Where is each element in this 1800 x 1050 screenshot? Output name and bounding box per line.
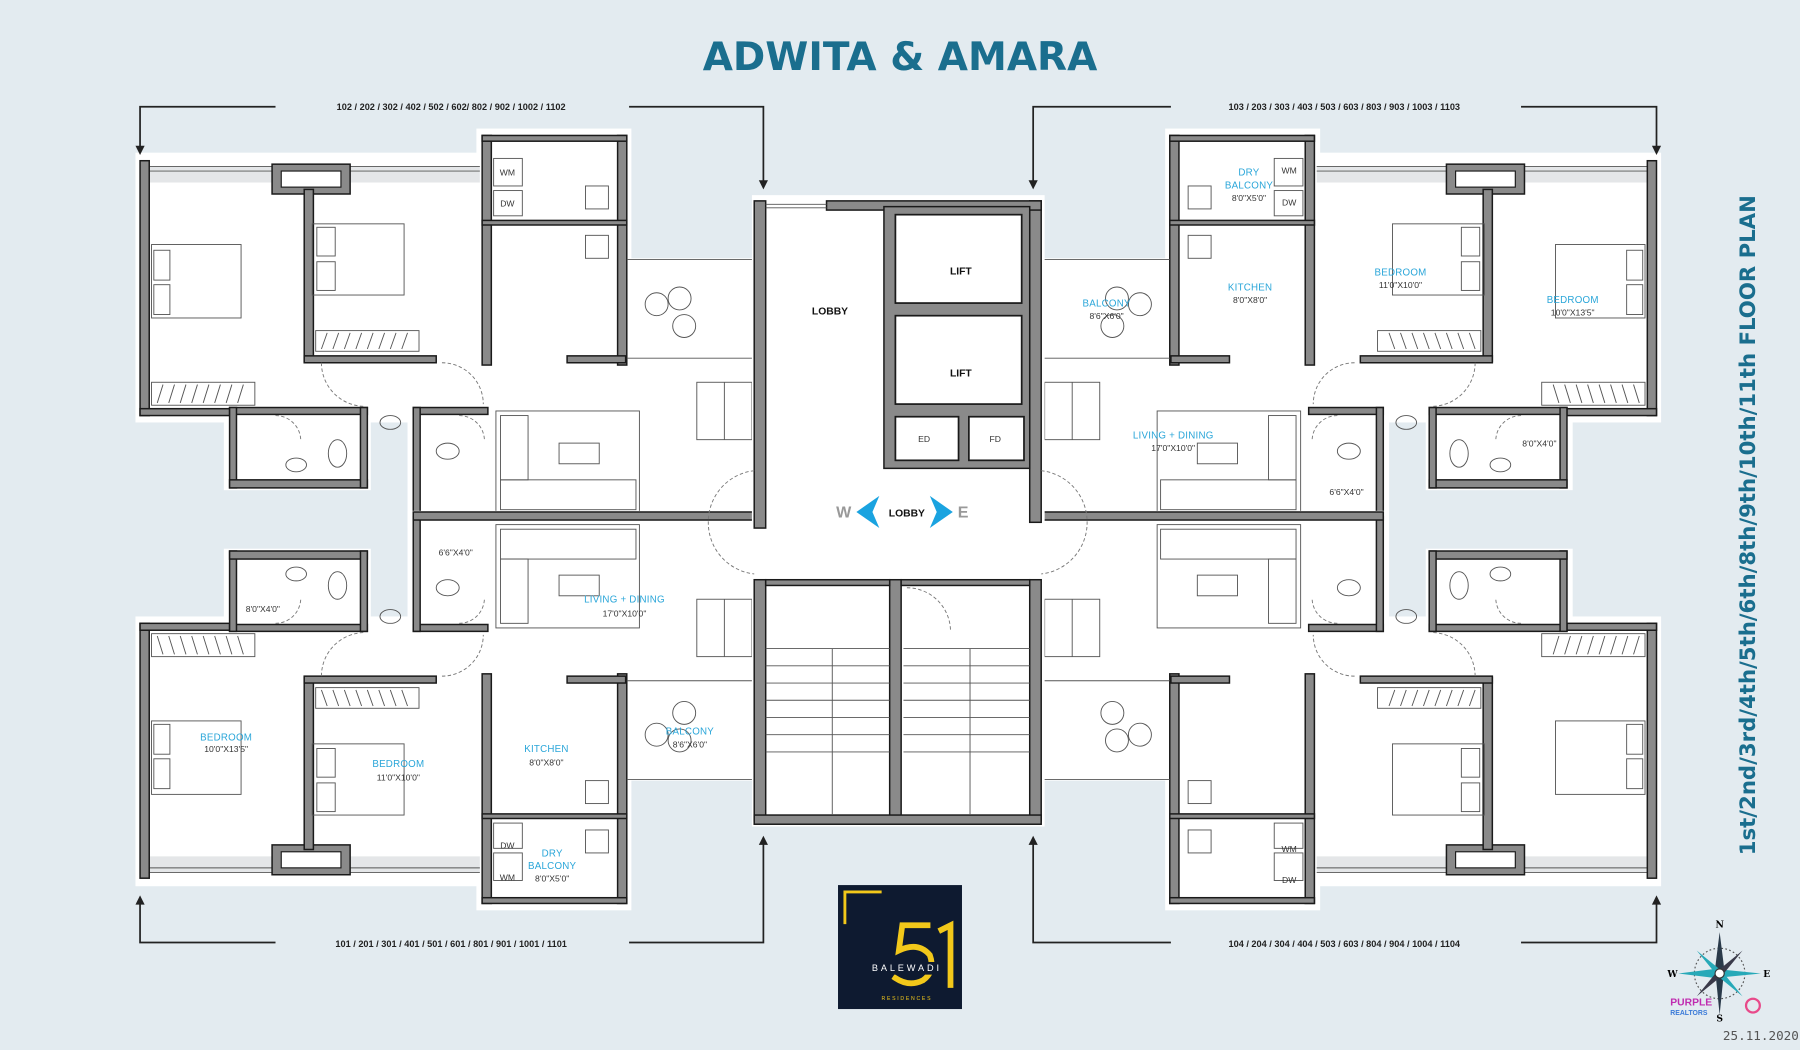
ed-label: ED (918, 434, 930, 444)
lift-2-label: LIFT (950, 369, 972, 380)
unit-numbers-top-left: 102 / 202 / 302 / 402 / 502 / 602/ 802 /… (337, 102, 566, 112)
unit-top-right-plan (1032, 127, 1662, 529)
unit-numbers-bottom-right: 104 / 204 / 304 / 404 / 503 / 603 / 804 … (1228, 939, 1460, 949)
unit-bottom-right-plan (1032, 510, 1662, 912)
page-title: ADWITA & AMARA (703, 35, 1098, 80)
room-dry-balcony: BALCONY (1225, 180, 1273, 191)
logo-name: BALEWADI (872, 963, 942, 973)
compass-icon: N W E S (1666, 920, 1770, 1025)
lift-2 (894, 314, 1023, 405)
room-bedroom: BEDROOM (372, 759, 424, 770)
room-size: 8'0"X8'0" (529, 758, 563, 768)
room-dry-balcony: DRY (1238, 168, 1259, 179)
room-size: 10'0"X13'5" (204, 744, 248, 754)
washing-machine-label: WM (500, 872, 515, 882)
ed-shaft (894, 415, 960, 462)
date-stamp: 25.11.2020 (1723, 1028, 1799, 1043)
logo-tagline: RESIDENCES (882, 996, 933, 1002)
fd-shaft (968, 415, 1025, 462)
compass-w: W (1666, 969, 1678, 980)
dishwasher-label: DW (500, 840, 515, 850)
room-living-dining: LIVING + DINING (584, 595, 665, 606)
room-size: 17'0"X10'0" (603, 608, 647, 618)
unit-numbers-bottom-left: 101 / 201 / 301 / 401 / 501 / 601 / 801 … (335, 939, 567, 949)
bath-size: 8'0"X4'0" (1522, 439, 1556, 449)
room-living-dining: LIVING + DINING (1133, 431, 1214, 442)
room-size: 8'6"X6'0" (673, 739, 707, 749)
room-size: 10'0"X13'5" (1551, 308, 1595, 318)
balewadi-51-logo: BALEWADI RESIDENCES (838, 885, 962, 1010)
purple-realtors-logo: PURPLE REALTORS (1670, 997, 1761, 1017)
unit-numbers-top-right: 103 / 203 / 303 / 403 / 503 / 603 / 803 … (1228, 102, 1460, 112)
washing-machine-label: WM (1282, 165, 1297, 175)
bottom-left-room-labels: 6'6"X4'0" 8'0"X4'0" LIVING + DINING 17'0… (200, 548, 714, 884)
washing-machine-label: WM (500, 168, 515, 178)
dishwasher-label: DW (500, 199, 515, 209)
dimension-brackets (135, 105, 1662, 944)
unit-bottom-left-plan (134, 510, 765, 912)
washing-machine-label: WM (1282, 844, 1297, 854)
room-size: 8'6"X6'0" (1090, 311, 1124, 321)
room-balcony: BALCONY (1083, 299, 1131, 310)
svg-text:PURPLE: PURPLE (1670, 998, 1712, 1009)
core (707, 195, 1088, 827)
fd-label: FD (990, 434, 1001, 444)
bath-size: 6'6"X4'0" (439, 548, 473, 558)
lobby-label: LOBBY (812, 307, 848, 318)
east-label: E (958, 504, 969, 522)
room-balcony: BALCONY (666, 727, 714, 738)
bath-size: 6'6"X4'0" (1329, 487, 1363, 497)
room-bedroom: BEDROOM (1547, 295, 1599, 306)
room-kitchen: KITCHEN (524, 744, 568, 755)
room-dry-balcony: BALCONY (528, 861, 576, 872)
top-right-room-labels: BALCONY 8'6"X6'0" DRY BALCONY 8'0"X5'0" … (1083, 165, 1599, 496)
lift-1 (894, 213, 1023, 304)
dishwasher-label: DW (1282, 197, 1297, 207)
room-kitchen: KITCHEN (1228, 282, 1272, 293)
room-dry-balcony: DRY (542, 848, 563, 859)
bath-size: 8'0"X4'0" (246, 604, 280, 614)
room-size: 17'0"X10'0" (1151, 443, 1195, 453)
staircase (765, 648, 1030, 816)
room-size: 8'0"X8'0" (1233, 295, 1267, 305)
west-label: W (836, 504, 852, 522)
room-size: 11'0"X10'0" (377, 773, 420, 783)
compass-e: E (1763, 969, 1770, 980)
room-size: 8'0"X5'0" (535, 874, 569, 884)
lobby-direction-label: LOBBY (889, 509, 925, 520)
room-bedroom: BEDROOM (200, 732, 252, 743)
lift-1-label: LIFT (950, 266, 972, 277)
compass-n: N (1715, 920, 1724, 931)
floor-plan-label: 1st/2nd/3rd/4th/5th/6th/8th/9th/10th/11t… (1736, 195, 1761, 855)
east-arrow-icon (929, 495, 953, 529)
room-size: 8'0"X5'0" (1232, 193, 1266, 203)
room-size: 11'0"X10'0" (1379, 280, 1422, 290)
dishwasher-label: DW (1282, 875, 1297, 885)
west-arrow-icon (856, 495, 880, 529)
svg-text:REALTORS: REALTORS (1670, 1010, 1708, 1017)
compass-s: S (1716, 1014, 1723, 1025)
unit-top-left-plan (134, 127, 765, 529)
room-bedroom: BEDROOM (1375, 268, 1427, 279)
